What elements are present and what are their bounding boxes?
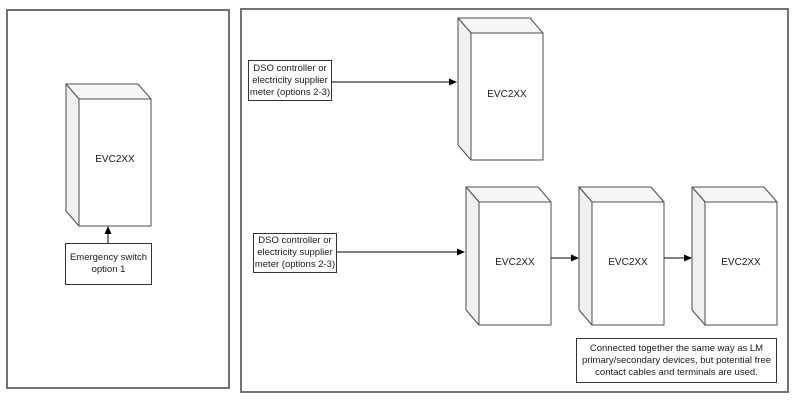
cube-top-face bbox=[578, 186, 665, 203]
cube-front-face bbox=[78, 98, 152, 227]
cube-front-face bbox=[591, 201, 665, 326]
emergency-switch-box: Emergency switch option 1 bbox=[65, 243, 152, 285]
arrow-dso-to-evc-single bbox=[332, 78, 457, 86]
cube-side-face bbox=[65, 83, 80, 227]
evc2xx-label-option1: EVC2XX bbox=[95, 154, 135, 165]
arrow-switch-to-evc bbox=[104, 226, 112, 243]
evc2xx-cube-chain-2 bbox=[578, 186, 665, 326]
cube-top-face bbox=[457, 17, 544, 34]
cube-side-face bbox=[465, 186, 480, 326]
cube-front-face bbox=[478, 201, 552, 326]
cube-top-face bbox=[691, 186, 778, 203]
cube-side-face bbox=[691, 186, 706, 326]
evc2xx-cube-single bbox=[457, 17, 544, 161]
arrow-evc1-to-evc2 bbox=[551, 254, 579, 262]
arrow-dso-to-evc-chain bbox=[337, 248, 465, 256]
cube-top-face bbox=[65, 83, 152, 100]
dso-meter-box-chain: DSO controller or electricity supplier m… bbox=[253, 233, 337, 273]
note-box: Connected together the same way as LM pr… bbox=[576, 338, 777, 383]
evc2xx-label-chain-1: EVC2XX bbox=[495, 257, 535, 268]
cube-side-face bbox=[457, 17, 472, 161]
evc2xx-label-chain-2: EVC2XX bbox=[608, 257, 648, 268]
cube-side-face bbox=[578, 186, 593, 326]
evc2xx-cube-chain-1 bbox=[465, 186, 552, 326]
evc2xx-cube-chain-3 bbox=[691, 186, 778, 326]
dso-meter-box-single: DSO controller or electricity supplier m… bbox=[248, 60, 332, 101]
cube-front-face bbox=[704, 201, 778, 326]
evc2xx-label-chain-3: EVC2XX bbox=[721, 257, 761, 268]
arrow-evc2-to-evc3 bbox=[664, 254, 692, 262]
evc2xx-label-single: EVC2XX bbox=[487, 89, 527, 100]
cube-top-face bbox=[465, 186, 552, 203]
cube-front-face bbox=[470, 32, 544, 161]
evc2xx-cube-option1 bbox=[65, 83, 152, 227]
